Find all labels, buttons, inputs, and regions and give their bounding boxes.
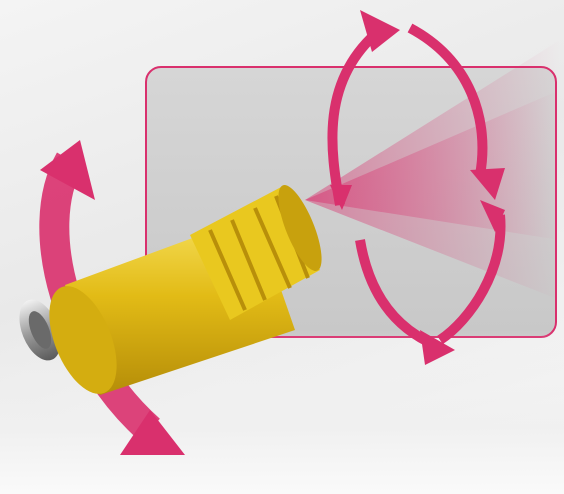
product-illustration: [0, 0, 564, 494]
illustration-svg: [0, 0, 564, 494]
